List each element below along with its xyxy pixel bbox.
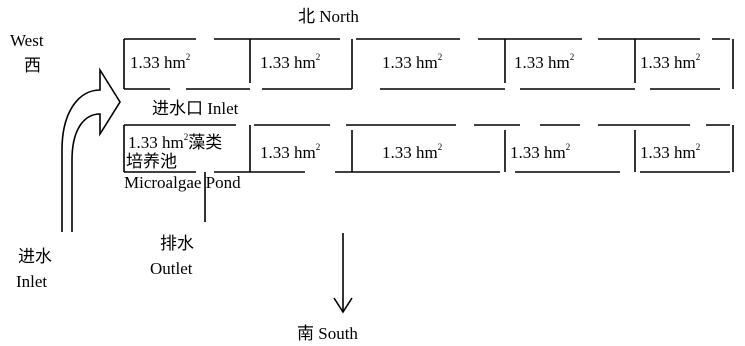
outlet-label-en: Outlet xyxy=(150,259,193,278)
inflow-label-en: Inlet xyxy=(16,272,48,291)
pond-area-label: 1.33 hm2 xyxy=(640,52,701,72)
inlet-channel-label: 进水口 Inlet xyxy=(152,99,239,118)
south-label: 南 South xyxy=(297,324,358,343)
outlet-label-cn: 排水 xyxy=(160,234,194,253)
pond-area-label: 1.33 hm2 xyxy=(514,52,575,72)
microalgae-pond-label-cn: 培养池 xyxy=(126,152,177,171)
pond-area-label: 1.33 hm2 xyxy=(382,52,443,72)
microalgae-pond-label: 1.33 hm2藻类 xyxy=(128,132,223,152)
pond-area-label: 1.33 hm2 xyxy=(130,52,191,72)
pond-area-label: 1.33 hm2 xyxy=(260,52,321,72)
pond-area-label: 1.33 hm2 xyxy=(510,142,571,162)
inflow-label-cn: 进水 xyxy=(18,247,52,266)
west-label-cn: 西 xyxy=(24,56,41,75)
west-label-en: West xyxy=(10,31,44,50)
pond-area-label: 1.33 hm2 xyxy=(260,142,321,162)
microalgae-pond-label-en: Microalgae Pond xyxy=(124,173,241,192)
north-label: 北 North xyxy=(298,7,359,26)
pond-area-label: 1.33 hm2 xyxy=(640,142,701,162)
pond-area-label: 1.33 hm2 xyxy=(382,142,443,162)
